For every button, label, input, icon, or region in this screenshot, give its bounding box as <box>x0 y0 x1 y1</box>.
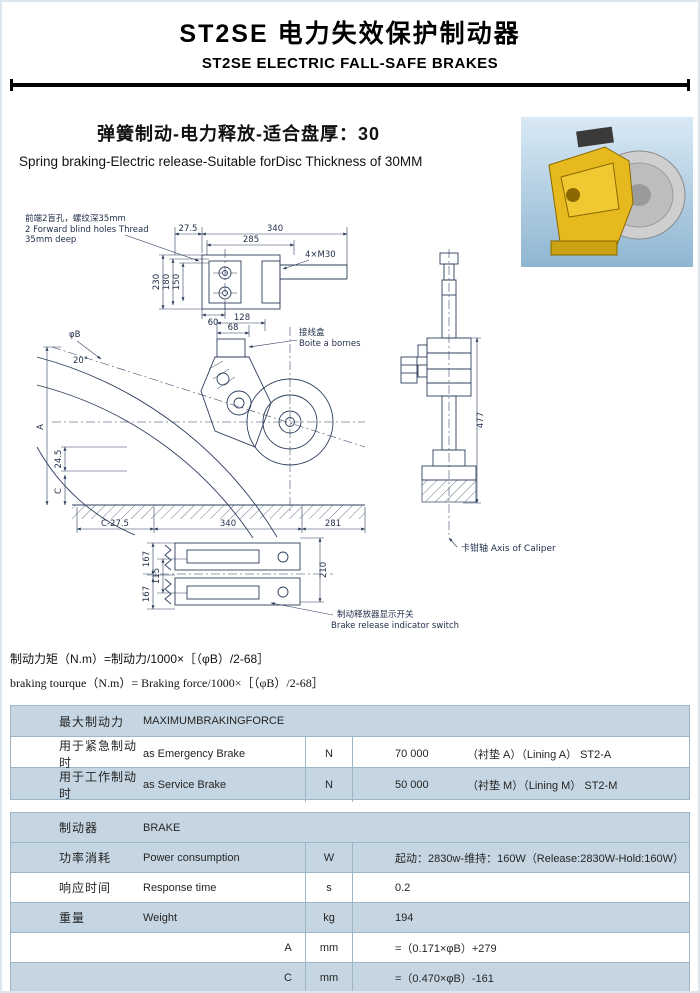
cell-note: （衬垫 A）（Lining A） ST2-A <box>467 749 612 761</box>
cell-cn: 重量 <box>59 911 86 925</box>
dim-60: 60 <box>208 318 219 328</box>
cell-en: Response time <box>143 881 217 894</box>
note-blind-holes-cn: 前端2盲孔，螺纹深35mm <box>25 213 126 224</box>
table-header-row: 制动器 BRAKE <box>11 813 689 843</box>
drawing-caliper-side-view: 167 115 167 210 制动释放器显示开关 Brake release … <box>142 537 459 631</box>
label-axis-of-caliper: 卡钳轴 Axis of Caliper <box>461 542 556 554</box>
cell-unit: N <box>305 737 353 771</box>
cell-unit: mm <box>305 963 353 991</box>
dim-C: C <box>54 488 64 494</box>
dim-A: A <box>36 424 46 430</box>
cell-cn: 功率消耗 <box>59 851 112 865</box>
cell-cn: 用于工作制动时 <box>59 770 138 801</box>
dim-27-5: 27.5 <box>179 224 198 234</box>
page-title-cn: ST2SE 电力失效保护制动器 <box>179 20 521 48</box>
header-divider <box>10 79 690 91</box>
note-blind-holes-en2: 35mm deep <box>25 235 76 245</box>
table-row: 功率消耗 Power consumption W 起动：2830w-维持：160… <box>11 843 689 873</box>
label-brake-release-switch-en: Brake release indicator switch <box>331 621 459 631</box>
dim-68: 68 <box>228 323 239 333</box>
cell-en: as Service Brake <box>143 779 227 791</box>
dim-167-lower: 167 <box>142 586 152 602</box>
section-heading-en: Spring braking-Electric release-Suitable… <box>19 154 423 169</box>
cell-value: =（0.171×φB）+279 <box>395 942 497 955</box>
table-row: 重量 Weight kg 194 <box>11 903 689 933</box>
dim-340-bottom: 340 <box>220 519 236 529</box>
dim-477: 477 <box>476 412 486 428</box>
label-20-deg: 20° <box>73 356 88 366</box>
page-header: ST2SE 电力失效保护制动器 ST2SE ELECTRIC FALL-SAFE… <box>2 2 698 91</box>
technical-drawings: 前端2盲孔，螺纹深35mm 2 Forward blind holes Thre… <box>25 213 556 631</box>
dim-180: 180 <box>162 274 172 290</box>
cell-unit: W <box>305 843 353 872</box>
dim-340-top: 340 <box>267 224 283 234</box>
cell-cn: 制动器 <box>59 821 99 835</box>
cell-note: （衬垫 M）（Lining M） ST2-M <box>467 780 618 792</box>
cell-en: as Emergency Brake <box>143 748 246 760</box>
dim-230: 230 <box>152 274 162 290</box>
cell-value: 起动：2830w-维持：160W（Release:2830W-Hold:160W… <box>395 852 684 865</box>
cell-unit: s <box>305 873 353 902</box>
drawing-top-view: 前端2盲孔，螺纹深35mm 2 Forward blind holes Thre… <box>25 213 348 328</box>
product-photo <box>521 117 693 267</box>
dim-210: 210 <box>319 562 329 578</box>
dim-C-27-5: C-27.5 <box>101 519 129 529</box>
dim-285: 285 <box>243 235 259 245</box>
dim-115: 115 <box>152 568 162 584</box>
dim-167-upper: 167 <box>142 551 152 567</box>
note-blind-holes-en1: 2 Forward blind holes Thread <box>25 225 149 235</box>
cell-unit: mm <box>305 933 353 962</box>
cell-cn: 响应时间 <box>59 881 112 895</box>
cell-cn: 最大制动力 <box>59 714 125 729</box>
cell-en: MAXIMUMBRAKINGFORCE <box>143 715 285 727</box>
label-phi-b: φB <box>69 330 81 340</box>
table-header-row: 最大制动力 MAXIMUMBRAKINGFORCE <box>11 706 689 737</box>
table-row: A mm =（0.171×φB）+279 <box>11 933 689 963</box>
intro-section: 弹簧制动-电力释放-适合盘厚：30 Spring braking-Electri… <box>2 120 512 169</box>
cell-en: BRAKE <box>143 821 181 834</box>
drawing-front-view: 128 68 接线盒 Boite a bornes φB 20° A 24.5 … <box>36 313 366 539</box>
cell-unit: N <box>305 768 353 802</box>
label-4xm30: 4×M30 <box>305 250 336 260</box>
cell-en: Power consumption <box>143 851 240 864</box>
table-row: 响应时间 Response time s 0.2 <box>11 873 689 903</box>
spec-tables: 最大制动力 MAXIMUMBRAKINGFORCE 用于紧急制动时 as Eme… <box>10 705 690 991</box>
table-row: C mm =（0.470×φB）-161 <box>11 963 689 991</box>
max-braking-force-table: 最大制动力 MAXIMUMBRAKINGFORCE 用于紧急制动时 as Eme… <box>10 705 690 802</box>
cell-value: 50 000 <box>395 779 429 791</box>
cell-value: 0.2 <box>395 881 411 894</box>
cell-value: 194 <box>395 911 414 924</box>
cell-value: =（0.470×φB）-161 <box>395 973 494 985</box>
cell-en: Weight <box>143 911 178 924</box>
formula-line-cn: 制动力矩（N.m）=制动力/1000×［（φB）/2-68］ <box>10 652 270 666</box>
label-brake-release-switch-cn: 制动释放器显示开关 <box>337 609 414 620</box>
formula-line-en: braking tourque（N.m）= Braking force/1000… <box>10 676 324 690</box>
brake-spec-table: 制动器 BRAKE 功率消耗 Power consumption W 起动：28… <box>10 812 690 991</box>
dim-150: 150 <box>172 274 182 290</box>
cell-label: A <box>284 941 292 954</box>
label-terminal-box-cn: 接线盒 <box>299 327 325 338</box>
table-row: 用于工作制动时 as Service Brake N 50 000 （衬垫 M）… <box>11 768 689 802</box>
drawing-side-section: 477 卡钳轴 Axis of Caliper <box>400 249 556 554</box>
brake-photo-illustration <box>521 117 693 267</box>
cell-label: C <box>284 972 292 984</box>
table-row: 用于紧急制动时 as Emergency Brake N 70 000 （衬垫 … <box>11 737 689 771</box>
cell-cn: 用于紧急制动时 <box>59 739 138 770</box>
dim-281: 281 <box>325 519 341 529</box>
torque-formula: 制动力矩（N.m）=制动力/1000×［（φB）/2-68］ braking t… <box>10 650 324 691</box>
cell-unit: kg <box>305 903 353 932</box>
section-heading-cn: 弹簧制动-电力释放-适合盘厚：30 <box>97 124 381 144</box>
dim-24-5: 24.5 <box>54 450 64 469</box>
dim-128: 128 <box>234 313 250 323</box>
page-title-en: ST2SE ELECTRIC FALL-SAFE BRAKES <box>201 55 499 72</box>
label-terminal-box-fr: Boite a bornes <box>299 339 361 349</box>
cell-value: 70 000 <box>395 748 429 760</box>
